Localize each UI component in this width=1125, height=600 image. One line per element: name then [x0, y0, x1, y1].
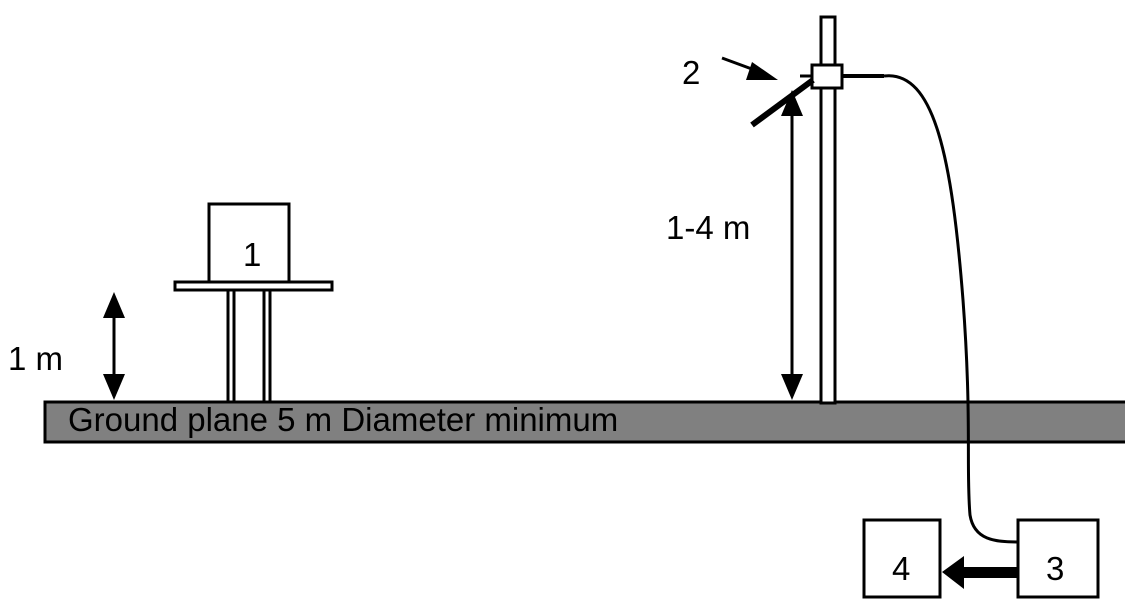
ground-plane-label: Ground plane 5 m Diameter minimum — [68, 401, 618, 438]
receiver-label: 3 — [1046, 550, 1064, 587]
eut-box — [207, 202, 291, 284]
antenna-height-arrow — [781, 90, 803, 400]
analyzer-box — [862, 518, 942, 599]
eut-label: 1 — [243, 236, 261, 273]
eut-table — [173, 280, 334, 404]
table-leg-right — [262, 288, 272, 404]
eut-height-label: 1 m — [8, 340, 63, 377]
mast-clamp — [810, 63, 844, 90]
antenna-mast — [800, 15, 884, 405]
antenna-element — [750, 77, 815, 128]
antenna-label: 2 — [682, 54, 700, 91]
receiver-box — [1016, 518, 1100, 599]
analyzer-label: 4 — [892, 550, 910, 587]
table-leg-left — [226, 288, 236, 404]
ground-plane — [43, 400, 1125, 444]
receiver-to-analyzer-arrow — [942, 556, 1018, 589]
eut-height-arrow — [103, 292, 125, 400]
antenna-pointer-arrow — [721, 56, 778, 80]
antenna-height-label: 1-4 m — [666, 209, 750, 246]
antenna-cable — [883, 74, 1019, 544]
